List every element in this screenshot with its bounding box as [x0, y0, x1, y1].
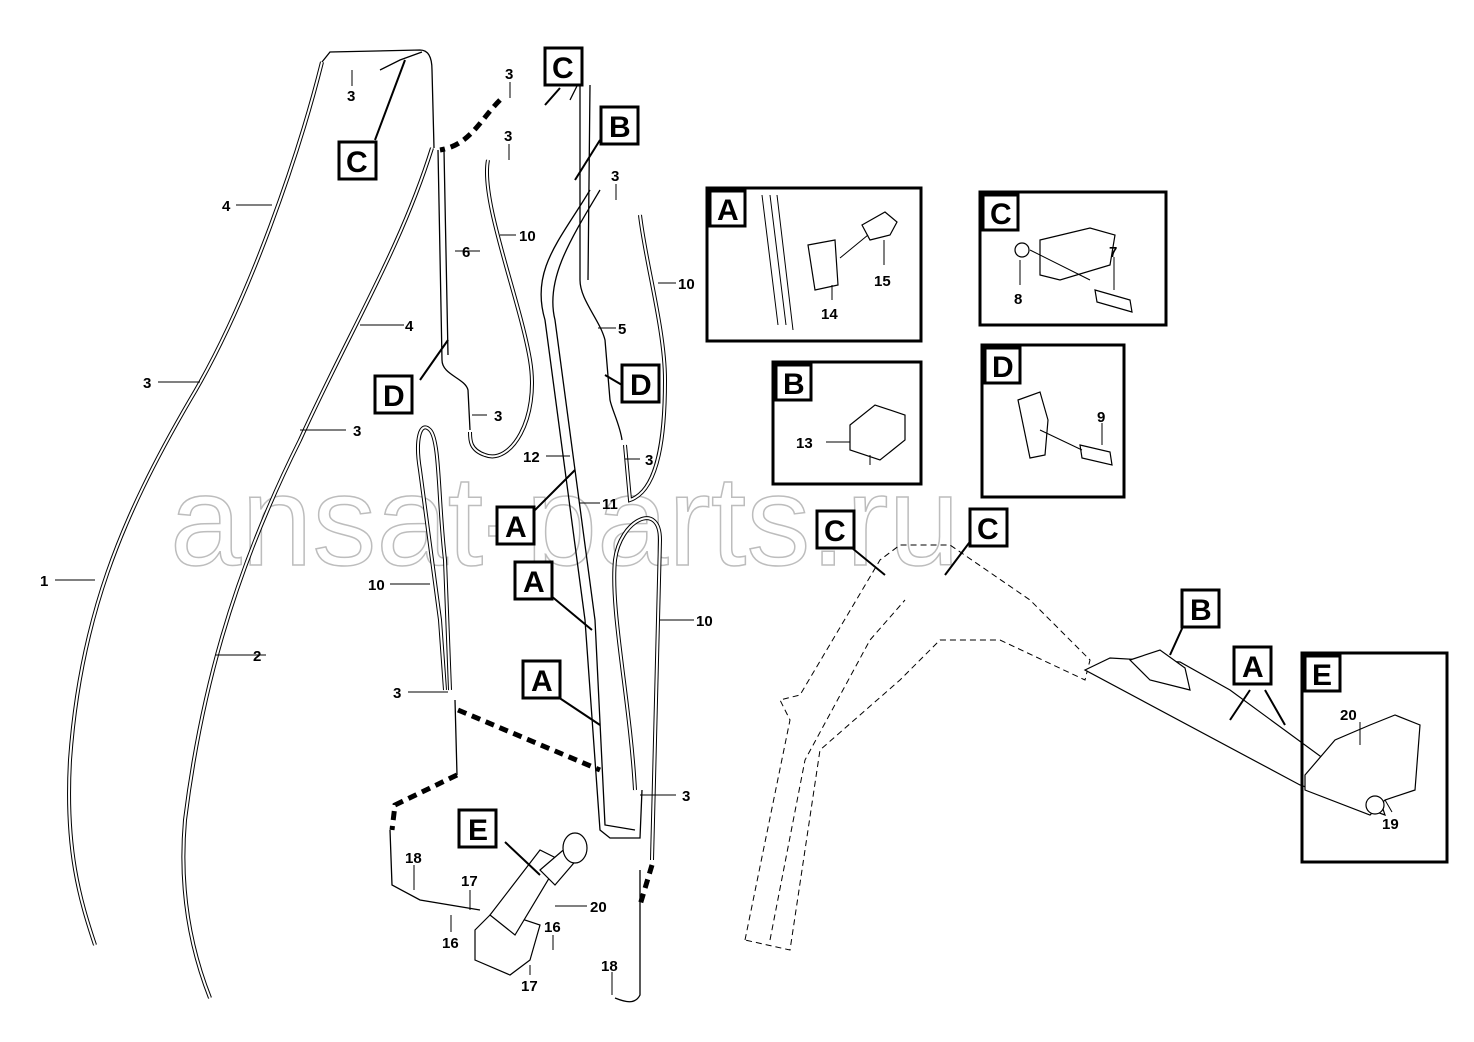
callout: 4: [405, 318, 414, 335]
callout: 3: [143, 375, 151, 392]
callout: 10: [696, 613, 713, 630]
marker-d: D: [630, 369, 652, 402]
marker-b: B: [1190, 594, 1212, 627]
callout: 14: [821, 306, 838, 323]
callout: 17: [461, 873, 478, 890]
leader-lines: [55, 70, 694, 995]
marker-c: C: [977, 513, 999, 546]
dashed-connections: [389, 98, 655, 906]
pipe-6: [437, 149, 471, 431]
callout: 5: [618, 321, 626, 338]
callout: 12: [523, 449, 540, 466]
callout: 18: [405, 850, 422, 867]
boom-outline: [744, 544, 1091, 951]
callout: 20: [590, 899, 607, 916]
callout: 19: [1382, 816, 1399, 833]
callout: 10: [678, 276, 695, 293]
inset-d-letter: D: [992, 351, 1014, 384]
hose-lines: [67, 49, 668, 1003]
callout: 20: [1340, 707, 1357, 724]
callout: 3: [505, 66, 513, 83]
callout: 3: [393, 685, 401, 702]
inset-b: B 13: [771, 360, 923, 486]
marker-a: A: [505, 511, 527, 544]
marker-c: C: [552, 52, 574, 85]
callout: 4: [222, 198, 231, 215]
callout: 16: [544, 919, 561, 936]
callout: 10: [519, 228, 536, 245]
marker-a: A: [1242, 651, 1264, 684]
callout: 10: [368, 577, 385, 594]
inset-c-letter: C: [990, 198, 1012, 231]
callout: 3: [347, 88, 355, 105]
callout: 15: [874, 273, 891, 290]
callout: 3: [645, 452, 653, 469]
callout: 9: [1097, 409, 1105, 426]
pipe-12: [540, 189, 643, 839]
callout: 11: [602, 496, 618, 513]
marker-c: C: [346, 146, 368, 179]
inset-a: A 15 14: [705, 186, 923, 343]
callout: 1: [40, 573, 48, 590]
pipe-5: [569, 79, 623, 441]
inset-e-letter: E: [1312, 659, 1332, 692]
inset-c: C 7 8: [978, 190, 1168, 327]
inset-b-letter: B: [783, 368, 805, 401]
callout: 3: [353, 423, 361, 440]
callout: 8: [1014, 291, 1022, 308]
callout: 6: [462, 244, 470, 261]
marker-e: E: [468, 814, 488, 847]
hydraulic-cylinder: [474, 832, 588, 976]
marker-a: A: [523, 566, 545, 599]
callout: 3: [494, 408, 502, 425]
marker-b: B: [609, 111, 631, 144]
callout-numbers: 3 3 3 3 4 6 10 10 4 5 3 3 3 3 12 11 1 10…: [40, 66, 713, 995]
callout: 18: [601, 958, 618, 975]
callout: 3: [682, 788, 690, 805]
pointer-arrows: [374, 59, 1286, 876]
callout: 3: [504, 128, 512, 145]
inset-a-letter: A: [717, 194, 739, 227]
inset-e: E 20 19: [1300, 651, 1449, 864]
callout: 2: [253, 648, 261, 665]
letter-markers: C C B D D A A A E C C B A: [337, 46, 1273, 849]
callout: 7: [1109, 244, 1117, 261]
marker-a: A: [531, 665, 553, 698]
callout: 16: [442, 935, 459, 952]
callout: 17: [521, 978, 538, 995]
marker-d: D: [383, 380, 405, 413]
pipe-4: [321, 49, 435, 149]
inset-d: D 9: [980, 343, 1126, 499]
callout: 13: [796, 435, 813, 452]
marker-c: C: [824, 515, 846, 548]
callout: 3: [611, 168, 619, 185]
